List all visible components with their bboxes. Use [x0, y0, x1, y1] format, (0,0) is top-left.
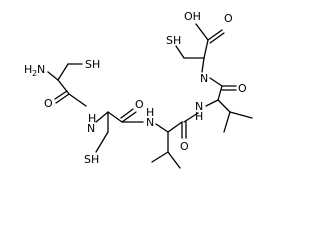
thiol-label-3: SH	[166, 34, 181, 47]
bond-calpha1-c1	[57, 79, 70, 95]
bond-n-calpha1	[47, 71, 59, 81]
nh-label-3-n: N	[195, 100, 203, 113]
oxo-label-1: O	[44, 97, 53, 110]
amine-n-label: N	[37, 63, 45, 76]
peptide-structure-diagram: H 2 N SH O N H SH O N H O N H O N	[24, 10, 253, 169]
bond-c4-n4	[209, 77, 223, 87]
chemical-structure-canvas: H 2 N SH O N H SH O N H O N H O N	[24, 10, 253, 169]
thiol-label-1: SH	[85, 58, 100, 71]
bond-cbeta4-cgamma4a	[223, 111, 231, 133]
bond-cbeta5-s5	[175, 45, 185, 59]
nh-label-4-n: N	[200, 72, 208, 85]
bond-calpha3-c3	[167, 121, 183, 133]
bond-calpha4-c4	[217, 85, 223, 101]
bond-c1-o1-a	[55, 93, 70, 104]
nh-label-1-n: N	[87, 122, 95, 135]
bond-cbeta4-cgamma4b	[229, 111, 253, 119]
bond-c2-o2-b	[120, 108, 134, 119]
oxo-label-4: O	[238, 82, 247, 95]
bond-n4-calpha5	[201, 57, 205, 73]
bond-c2-o2-a	[121, 111, 137, 123]
oxo-label-3: O	[180, 140, 189, 153]
acid-oh-label: OH	[184, 10, 201, 23]
bond-c5-o5-b	[209, 32, 225, 44]
bond-calpha5-c5	[203, 39, 209, 59]
nh-label-3-h: H	[195, 110, 203, 123]
amine-h-label: H	[24, 63, 32, 76]
bond-cbeta3-cgamma3b	[167, 151, 181, 169]
thiol-label-2: SH	[84, 153, 99, 166]
nh-label-2-h: H	[146, 106, 154, 119]
oxo-label-2: O	[135, 98, 144, 111]
nh-label-1-h: H	[88, 112, 96, 125]
bond-calpha2-c2	[107, 111, 123, 123]
amine-subscript: 2	[32, 69, 37, 78]
bond-n2-calpha3	[155, 123, 169, 133]
bond-calpha1-cbeta1	[57, 63, 69, 81]
bond-c1-n1	[68, 93, 87, 107]
bond-c5-o5-a	[207, 29, 223, 41]
nh-label-2-n: N	[146, 116, 154, 129]
bond-c5-oh	[195, 23, 209, 41]
bond-n3-calpha4	[205, 99, 219, 107]
bond-n1-calpha2	[95, 111, 109, 123]
bond-cbeta2-s2	[95, 131, 109, 153]
acid-o-label: O	[224, 12, 233, 25]
bond-calpha4-cbeta4	[217, 99, 231, 113]
bond-c3-n3	[183, 112, 199, 123]
bond-cbeta3-cgamma3a	[151, 151, 169, 163]
bond-c1-o1-b	[54, 90, 68, 100]
